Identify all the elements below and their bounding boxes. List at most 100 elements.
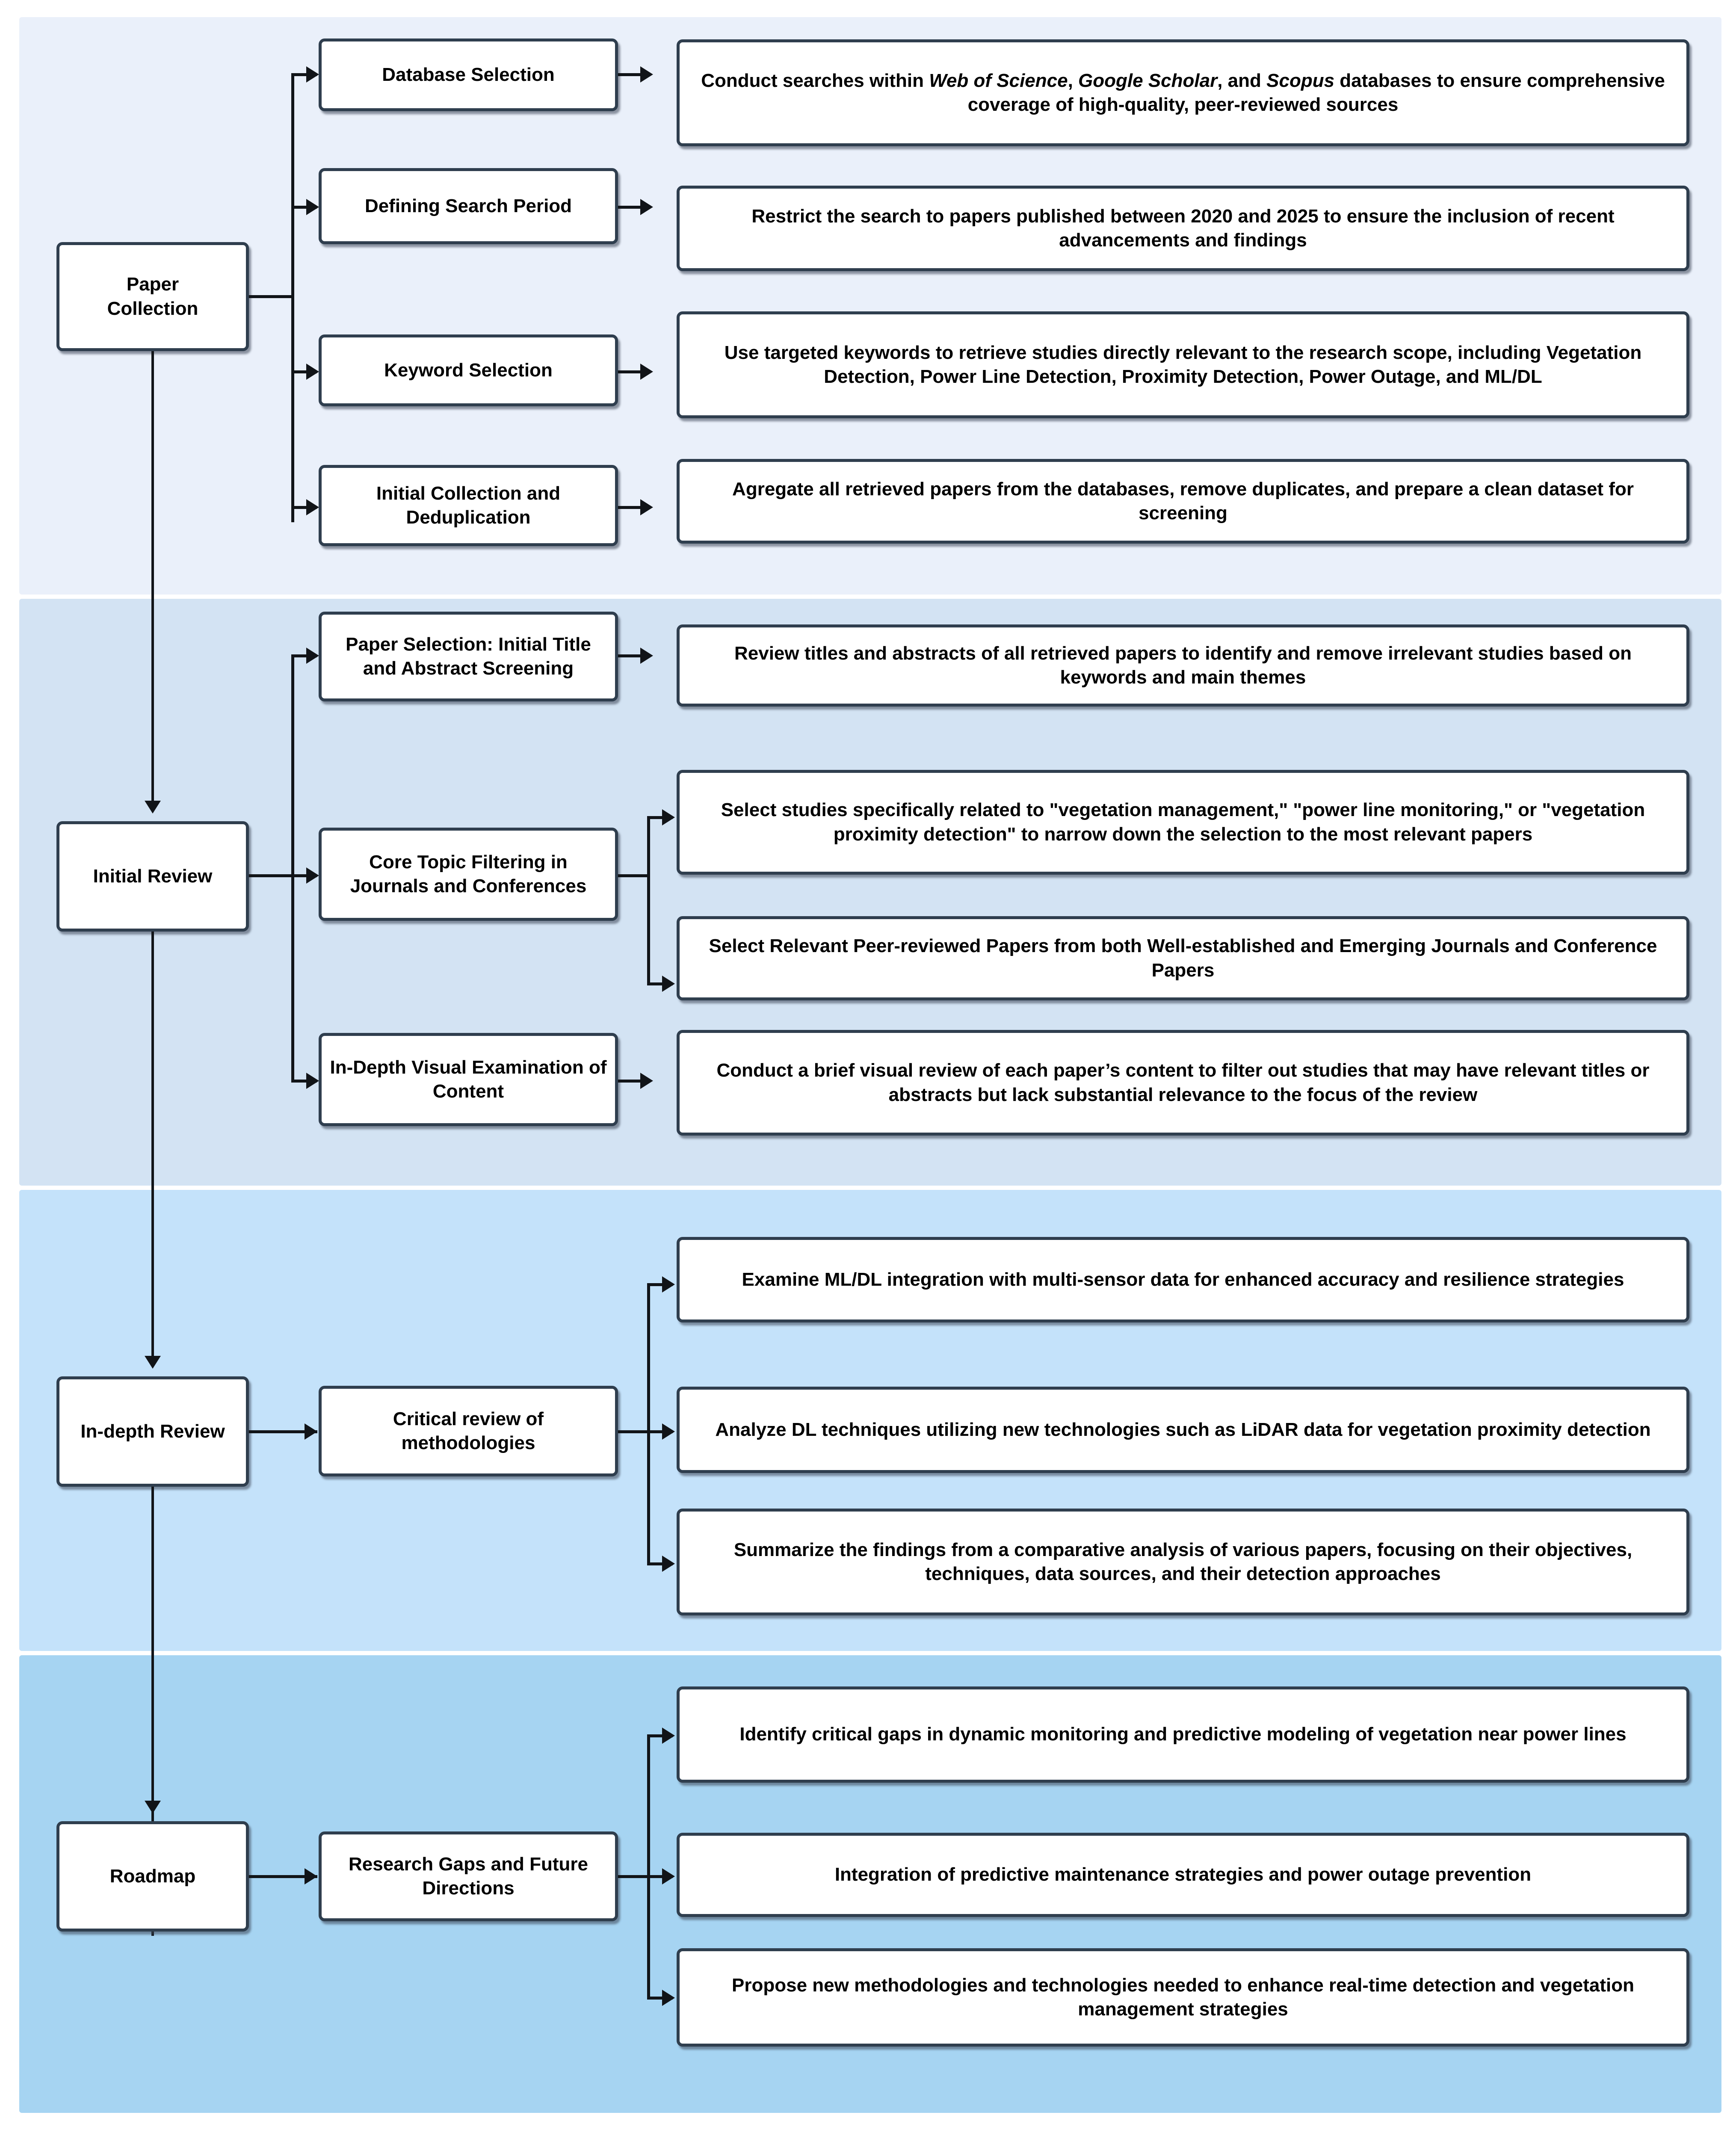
arrowhead-stage2-branch-1: [306, 648, 319, 664]
stage-label-in-depth-review: In-depth Review: [80, 1420, 225, 1442]
substep-label-critical-review-methodologies: Critical review of methodologies: [393, 1408, 544, 1453]
connector-sub4-branch-1: [647, 1734, 673, 1737]
connector-stage1-branch-3: [291, 370, 317, 373]
connector-sub2b-trunk: [647, 816, 650, 985]
connector-stage2-branch-1: [291, 654, 317, 657]
arrowhead-stage1-branch-1: [306, 66, 319, 83]
detail-box-integration-predictive-maintenance[interactable]: Integration of predictive maintenance st…: [677, 1833, 1689, 1917]
substep-box-in-depth-visual-exam[interactable]: In-Depth Visual Examination of Content: [319, 1033, 618, 1126]
arrowhead-sub3-branch-2: [662, 1423, 675, 1440]
detail-box-select-studies-specific[interactable]: Select studies specifically related to "…: [677, 770, 1689, 875]
substep-box-critical-review-methodologies[interactable]: Critical review of methodologies: [319, 1386, 618, 1476]
detail-text-analyze-dl-lidar: Analyze DL techniques utilizing new tech…: [715, 1419, 1651, 1440]
connector-sub1c-detail: [618, 370, 650, 373]
detail-text-targeted-keywords: Use targeted keywords to retrieve studie…: [724, 342, 1642, 387]
detail-box-analyze-dl-lidar[interactable]: Analyze DL techniques utilizing new tech…: [677, 1387, 1689, 1473]
stage-box-in-depth-review[interactable]: In-depth Review: [56, 1376, 249, 1487]
arrowhead-stage2-branch-2: [306, 867, 319, 884]
substep-label-initial-collection-dedup: Initial Collection and Deduplication: [376, 482, 561, 528]
substep-box-paper-selection-screening[interactable]: Paper Selection: Initial Title and Abstr…: [319, 612, 618, 701]
stage-box-initial-review[interactable]: Initial Review: [56, 821, 249, 932]
detail-text-select-peer-reviewed: Select Relevant Peer-reviewed Papers fro…: [709, 935, 1657, 981]
detail-box-identify-critical-gaps[interactable]: Identify critical gaps in dynamic monito…: [677, 1686, 1689, 1783]
arrowhead-sub2b-branch-2: [662, 976, 675, 992]
arrowhead-sub3-branch-1: [662, 1276, 675, 1293]
connector-stage2-branch-3: [291, 1080, 317, 1083]
stage-label-paper-collection: Paper Collection: [107, 274, 198, 319]
arrowhead-sub4-branch-2: [662, 1868, 675, 1884]
connector-sub1a-detail: [618, 73, 650, 76]
substep-label-keyword-selection: Keyword Selection: [384, 359, 553, 381]
detail-text-summarize-findings: Summarize the findings from a comparativ…: [733, 1539, 1632, 1584]
detail-box-summarize-findings[interactable]: Summarize the findings from a comparativ…: [677, 1509, 1689, 1615]
substep-label-in-depth-visual-exam: In-Depth Visual Examination of Content: [330, 1056, 607, 1102]
substep-label-database-selection: Database Selection: [382, 64, 555, 85]
connector-sub4-branch-2: [647, 1875, 673, 1878]
arrowhead-stage3-to-stage4: [145, 1801, 161, 1813]
connector-stage1-out: [249, 295, 294, 298]
connector-stage1-to-stage2: [151, 351, 154, 808]
detail-box-brief-visual-review[interactable]: Conduct a brief visual review of each pa…: [677, 1030, 1689, 1136]
connector-stage1-trunk: [291, 73, 294, 522]
arrowhead-stage1-branch-2: [306, 199, 319, 215]
arrowhead-stage1-branch-4: [306, 499, 319, 515]
connector-sub1b-detail: [618, 206, 650, 209]
substep-box-initial-collection-dedup[interactable]: Initial Collection and Deduplication: [319, 465, 618, 546]
arrowhead-sub3-branch-3: [662, 1556, 675, 1572]
arrowhead-stage2-branch-3: [306, 1073, 319, 1089]
connector-stage3-to-stage4: [151, 1487, 154, 1936]
detail-box-propose-new-methodologies[interactable]: Propose new methodologies and technologi…: [677, 1948, 1689, 2047]
detail-box-targeted-keywords[interactable]: Use targeted keywords to retrieve studie…: [677, 311, 1689, 418]
substep-box-database-selection[interactable]: Database Selection: [319, 38, 618, 111]
connector-sub2a-detail: [618, 654, 650, 657]
connector-sub4-branch-3: [647, 1997, 673, 2000]
detail-text-conduct-searches: Conduct searches within Web of Science, …: [701, 70, 1665, 115]
detail-box-review-titles-abstracts[interactable]: Review titles and abstracts of all retri…: [677, 624, 1689, 707]
detail-box-restrict-years[interactable]: Restrict the search to papers published …: [677, 186, 1689, 271]
connector-sub2b-branch-2: [647, 982, 673, 985]
substep-label-core-topic-filtering: Core Topic Filtering in Journals and Con…: [350, 851, 587, 896]
arrowhead-sub1d-detail: [640, 499, 653, 515]
connector-stage1-branch-4: [291, 506, 317, 509]
arrowhead-sub2a-detail: [640, 648, 653, 664]
connector-stage1-branch-2: [291, 206, 317, 209]
stage-label-roadmap: Roadmap: [109, 1865, 196, 1887]
arrowhead-sub1c-detail: [640, 364, 653, 380]
connector-stage2-to-stage3: [151, 932, 154, 1364]
connector-stage3-out: [249, 1430, 317, 1433]
arrowhead-stage2-to-stage3: [145, 1356, 161, 1369]
substep-box-research-gaps-future[interactable]: Research Gaps and Future Directions: [319, 1831, 618, 1921]
connector-stage2-out: [249, 874, 294, 877]
detail-box-examine-mldl-integration[interactable]: Examine ML/DL integration with multi-sen…: [677, 1237, 1689, 1322]
detail-text-examine-mldl-integration: Examine ML/DL integration with multi-sen…: [742, 1269, 1624, 1290]
substep-label-research-gaps-future: Research Gaps and Future Directions: [349, 1853, 588, 1899]
connector-stage2-branch-2: [291, 874, 317, 877]
detail-box-conduct-searches[interactable]: Conduct searches within Web of Science, …: [677, 39, 1689, 146]
arrowhead-stage1-to-stage2: [145, 801, 161, 814]
stage-box-roadmap[interactable]: Roadmap: [56, 1821, 249, 1932]
detail-box-select-peer-reviewed[interactable]: Select Relevant Peer-reviewed Papers fro…: [677, 916, 1689, 1000]
substep-box-keyword-selection[interactable]: Keyword Selection: [319, 334, 618, 406]
substep-label-paper-selection-screening: Paper Selection: Initial Title and Abstr…: [346, 633, 591, 679]
detail-box-aggregate-dedup[interactable]: Agregate all retrieved papers from the d…: [677, 459, 1689, 544]
connector-sub2b-out: [618, 874, 650, 877]
stage-box-paper-collection[interactable]: Paper Collection: [56, 242, 249, 351]
arrowhead-sub1a-detail: [640, 66, 653, 83]
detail-text-select-studies-specific: Select studies specifically related to "…: [721, 799, 1645, 845]
connector-sub3-out: [618, 1430, 650, 1433]
connector-sub3-branch-2: [647, 1430, 673, 1433]
arrowhead-sub4-branch-3: [662, 1990, 675, 2006]
connector-stage1-branch-1: [291, 73, 317, 76]
detail-text-review-titles-abstracts: Review titles and abstracts of all retri…: [734, 642, 1632, 688]
arrowhead-sub2c-detail: [640, 1073, 653, 1089]
detail-text-propose-new-methodologies: Propose new methodologies and technologi…: [732, 1974, 1634, 2020]
substep-box-core-topic-filtering[interactable]: Core Topic Filtering in Journals and Con…: [319, 828, 618, 921]
arrowhead-sub4-branch-1: [662, 1728, 675, 1744]
substep-box-defining-search-period[interactable]: Defining Search Period: [319, 168, 618, 244]
connector-sub3-branch-3: [647, 1562, 673, 1565]
detail-text-aggregate-dedup: Agregate all retrieved papers from the d…: [732, 478, 1634, 524]
substep-label-defining-search-period: Defining Search Period: [364, 195, 572, 216]
arrowhead-stage1-branch-3: [306, 364, 319, 380]
connector-sub1d-detail: [618, 506, 650, 509]
